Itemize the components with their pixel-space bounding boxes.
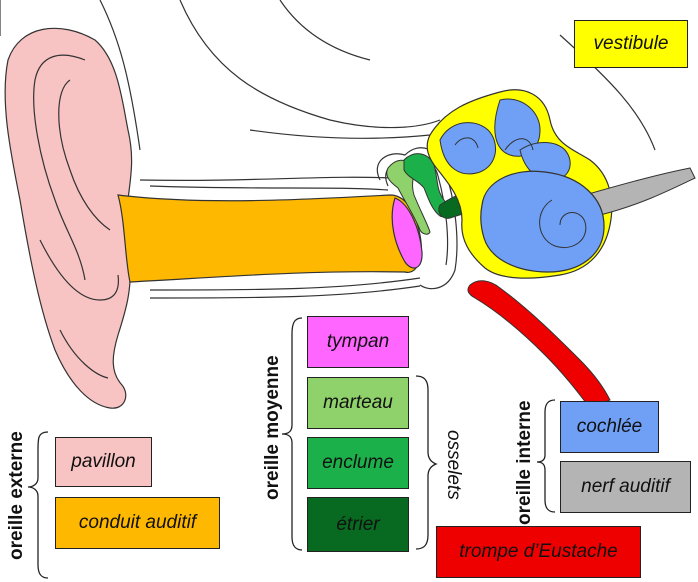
bracket-interne — [537, 400, 555, 512]
skull-outline — [140, 177, 390, 180]
skull-outline — [280, 0, 370, 60]
skull-outline — [250, 130, 430, 138]
label-conduit-auditif: conduit auditif — [55, 497, 220, 549]
label-marteau: marteau — [307, 377, 409, 429]
skull-outline — [150, 278, 420, 290]
group-oreille-externe: oreille externe — [6, 431, 28, 560]
bracket-moyenne — [282, 318, 302, 550]
group-oreille-moyenne: oreille moyenne — [262, 355, 284, 500]
label-pavillon: pavillon — [55, 437, 152, 487]
label-vestibule: vestibule — [574, 20, 688, 68]
skull-outline — [180, 0, 440, 128]
bracket-externe — [28, 432, 48, 578]
group-oreille-interne: oreille interne — [514, 400, 536, 525]
skull-outline — [150, 286, 420, 298]
skull-outline — [150, 186, 388, 190]
label-cochlee: cochlée — [560, 401, 659, 453]
pavillon-shape — [5, 28, 132, 408]
bracket-osselets — [416, 376, 436, 549]
conduit-shape — [118, 195, 421, 282]
label-enclume: enclume — [307, 437, 409, 489]
label-etrier: étrier — [307, 497, 409, 552]
label-tympan: tympan — [307, 316, 409, 368]
group-osselets: osselets — [442, 430, 464, 500]
label-trompe-eustache: trompe d’Eustache — [436, 526, 641, 578]
trompe-shape — [468, 281, 610, 408]
label-nerf-auditif: nerf auditif — [560, 461, 691, 513]
